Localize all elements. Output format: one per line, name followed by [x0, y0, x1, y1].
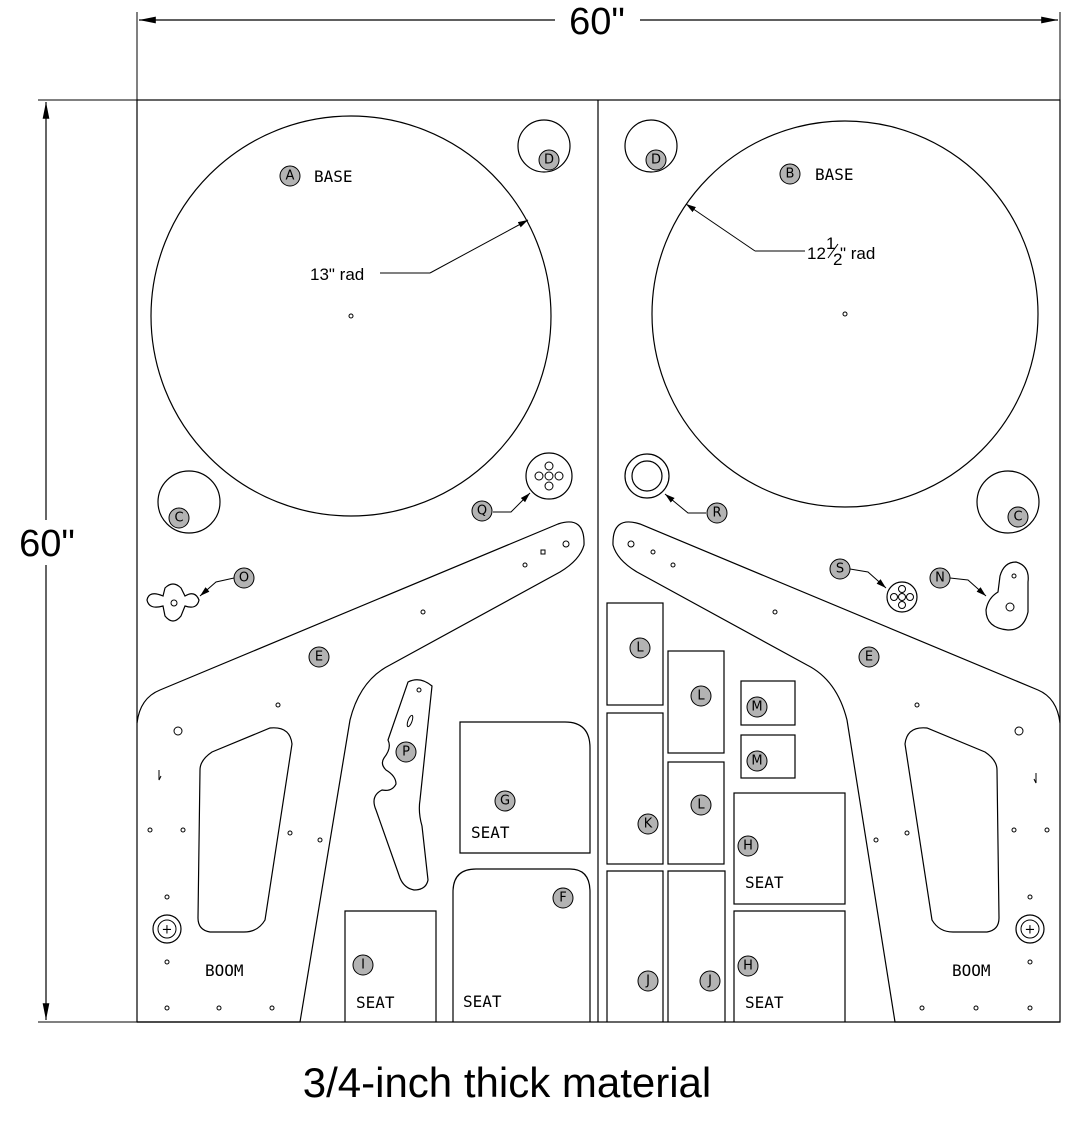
svg-text:M: M: [751, 700, 762, 715]
svg-text:F: F: [559, 891, 566, 906]
svg-text:BASE: BASE: [314, 167, 353, 186]
part-a-tag: A BASE: [279, 165, 353, 187]
svg-text:SEAT: SEAT: [463, 992, 502, 1011]
svg-text:M: M: [751, 754, 762, 769]
part-o: O: [146, 567, 255, 622]
svg-text:J: J: [645, 974, 650, 989]
radius-b-leader: 12 1 2 " rad: [685, 203, 875, 269]
part-k: K: [606, 712, 664, 865]
width-dimension-label: 60": [569, 1, 625, 43]
svg-text:B: B: [786, 167, 795, 182]
svg-text:D: D: [651, 153, 661, 168]
svg-text:H: H: [743, 959, 753, 974]
part-h-seat-1: H SEAT: [733, 792, 846, 905]
svg-text:L: L: [636, 641, 644, 656]
part-j-1: J: [606, 870, 664, 1022]
svg-text:C: C: [174, 511, 183, 526]
svg-text:O: O: [239, 571, 249, 586]
part-h-seat-2: H SEAT: [733, 910, 846, 1022]
svg-text:E: E: [865, 650, 873, 665]
part-i-seat: I SEAT: [344, 910, 437, 1022]
part-e-left: + E BOOM: [136, 521, 585, 1023]
part-g-seat: G SEAT: [459, 721, 591, 854]
part-m-2: M: [740, 734, 796, 779]
part-c-left: [157, 470, 221, 534]
svg-text:2: 2: [833, 250, 842, 269]
radius-a-leader: 13" rad: [310, 219, 529, 284]
svg-text:BOOM: BOOM: [205, 961, 244, 980]
height-dimension: 60": [19, 99, 137, 1023]
part-s: S: [829, 558, 918, 613]
part-r: R: [624, 453, 728, 524]
svg-text:SEAT: SEAT: [745, 873, 784, 892]
svg-text:K: K: [644, 817, 653, 832]
width-dimension: 60": [136, 1, 1061, 100]
part-e-right: + E BOOM: [612, 521, 1061, 1023]
height-dimension-label: 60": [19, 523, 75, 565]
svg-text:BASE: BASE: [815, 165, 854, 184]
svg-text:C: C: [1013, 510, 1022, 525]
svg-text:D: D: [544, 153, 554, 168]
base-a-circle: [150, 115, 552, 517]
part-f-seat: F SEAT: [452, 868, 591, 1022]
svg-text:G: G: [500, 794, 510, 809]
svg-text:BOOM: BOOM: [952, 961, 991, 980]
svg-text:+: +: [162, 923, 173, 938]
part-c-right: [976, 470, 1040, 534]
part-l-1: L: [606, 602, 664, 706]
svg-text:13" rad: 13" rad: [310, 265, 364, 284]
svg-text:I: I: [361, 958, 365, 973]
part-q: Q: [471, 452, 573, 522]
part-p: P: [373, 679, 433, 891]
svg-text:SEAT: SEAT: [356, 993, 395, 1012]
svg-text:P: P: [402, 745, 410, 760]
svg-text:12: 12: [807, 244, 826, 263]
material-caption: 3/4-inch thick material: [303, 1059, 712, 1106]
part-l-2: L: [667, 650, 725, 754]
svg-text:N: N: [935, 571, 945, 586]
base-b-circle: [651, 120, 1039, 508]
part-l-3: L: [667, 761, 725, 865]
svg-text:SEAT: SEAT: [745, 993, 784, 1012]
part-n: N: [929, 561, 1029, 631]
svg-text:R: R: [712, 506, 721, 521]
svg-text:E: E: [315, 650, 323, 665]
svg-text:L: L: [697, 798, 705, 813]
svg-text:SEAT: SEAT: [471, 823, 510, 842]
svg-text:A: A: [286, 169, 295, 184]
svg-text:S: S: [836, 562, 844, 577]
svg-text:Q: Q: [477, 504, 487, 519]
part-d-right: [624, 119, 678, 173]
svg-text:H: H: [743, 839, 753, 854]
svg-text:J: J: [707, 974, 712, 989]
part-d-left: [517, 119, 571, 173]
part-j-2: J: [667, 870, 726, 1022]
svg-text:" rad: " rad: [840, 244, 875, 263]
svg-text:1: 1: [826, 234, 835, 253]
part-b-tag: B BASE: [779, 163, 854, 185]
svg-text:L: L: [697, 689, 705, 704]
svg-text:+: +: [1025, 923, 1036, 938]
part-m-1: M: [740, 680, 796, 726]
